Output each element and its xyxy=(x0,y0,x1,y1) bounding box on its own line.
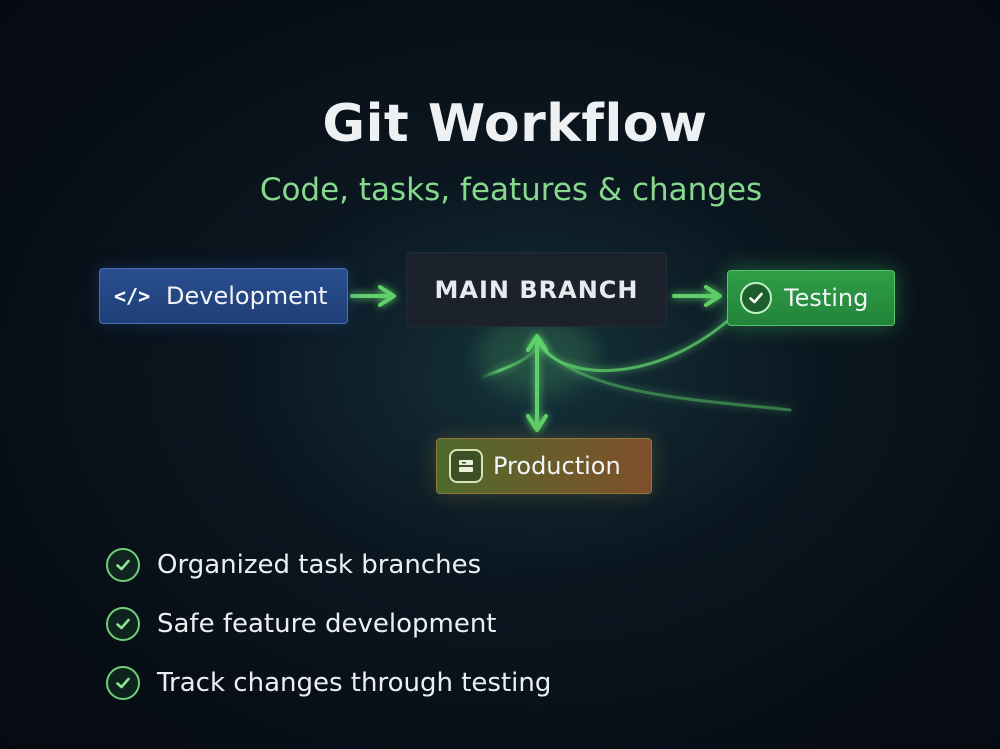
server-icon xyxy=(449,449,483,483)
list-item: Organized task branches xyxy=(106,536,551,594)
main-branch-label: MAIN BRANCH xyxy=(434,275,639,304)
bullet-text: Track changes through testing xyxy=(157,668,552,698)
feature-list: Organized task branches Safe feature dev… xyxy=(106,536,551,713)
development-node[interactable]: </> Development xyxy=(99,268,348,324)
production-node[interactable]: Production xyxy=(436,438,652,494)
testing-node[interactable]: Testing xyxy=(727,270,895,326)
check-circle-icon xyxy=(106,666,140,700)
check-circle-icon xyxy=(106,607,140,641)
check-circle-icon xyxy=(740,282,772,314)
main-branch-node[interactable]: MAIN BRANCH xyxy=(406,252,667,327)
list-item: Track changes through testing xyxy=(106,654,551,712)
feedback-curves xyxy=(478,303,792,412)
testing-label: Testing xyxy=(784,284,869,312)
check-circle-icon xyxy=(106,548,140,582)
code-icon: </> xyxy=(114,284,151,308)
arrow-dev-to-main xyxy=(350,285,396,307)
production-label: Production xyxy=(493,452,621,480)
page-title: Git Workflow xyxy=(322,94,708,154)
list-item: Safe feature development xyxy=(106,595,551,653)
development-label: Development xyxy=(166,282,328,310)
page-subtitle: Code, tasks, features & changes xyxy=(259,172,763,208)
bullet-text: Safe feature development xyxy=(157,609,497,639)
bullet-text: Organized task branches xyxy=(157,550,482,580)
arrow-main-to-testing xyxy=(672,285,722,307)
